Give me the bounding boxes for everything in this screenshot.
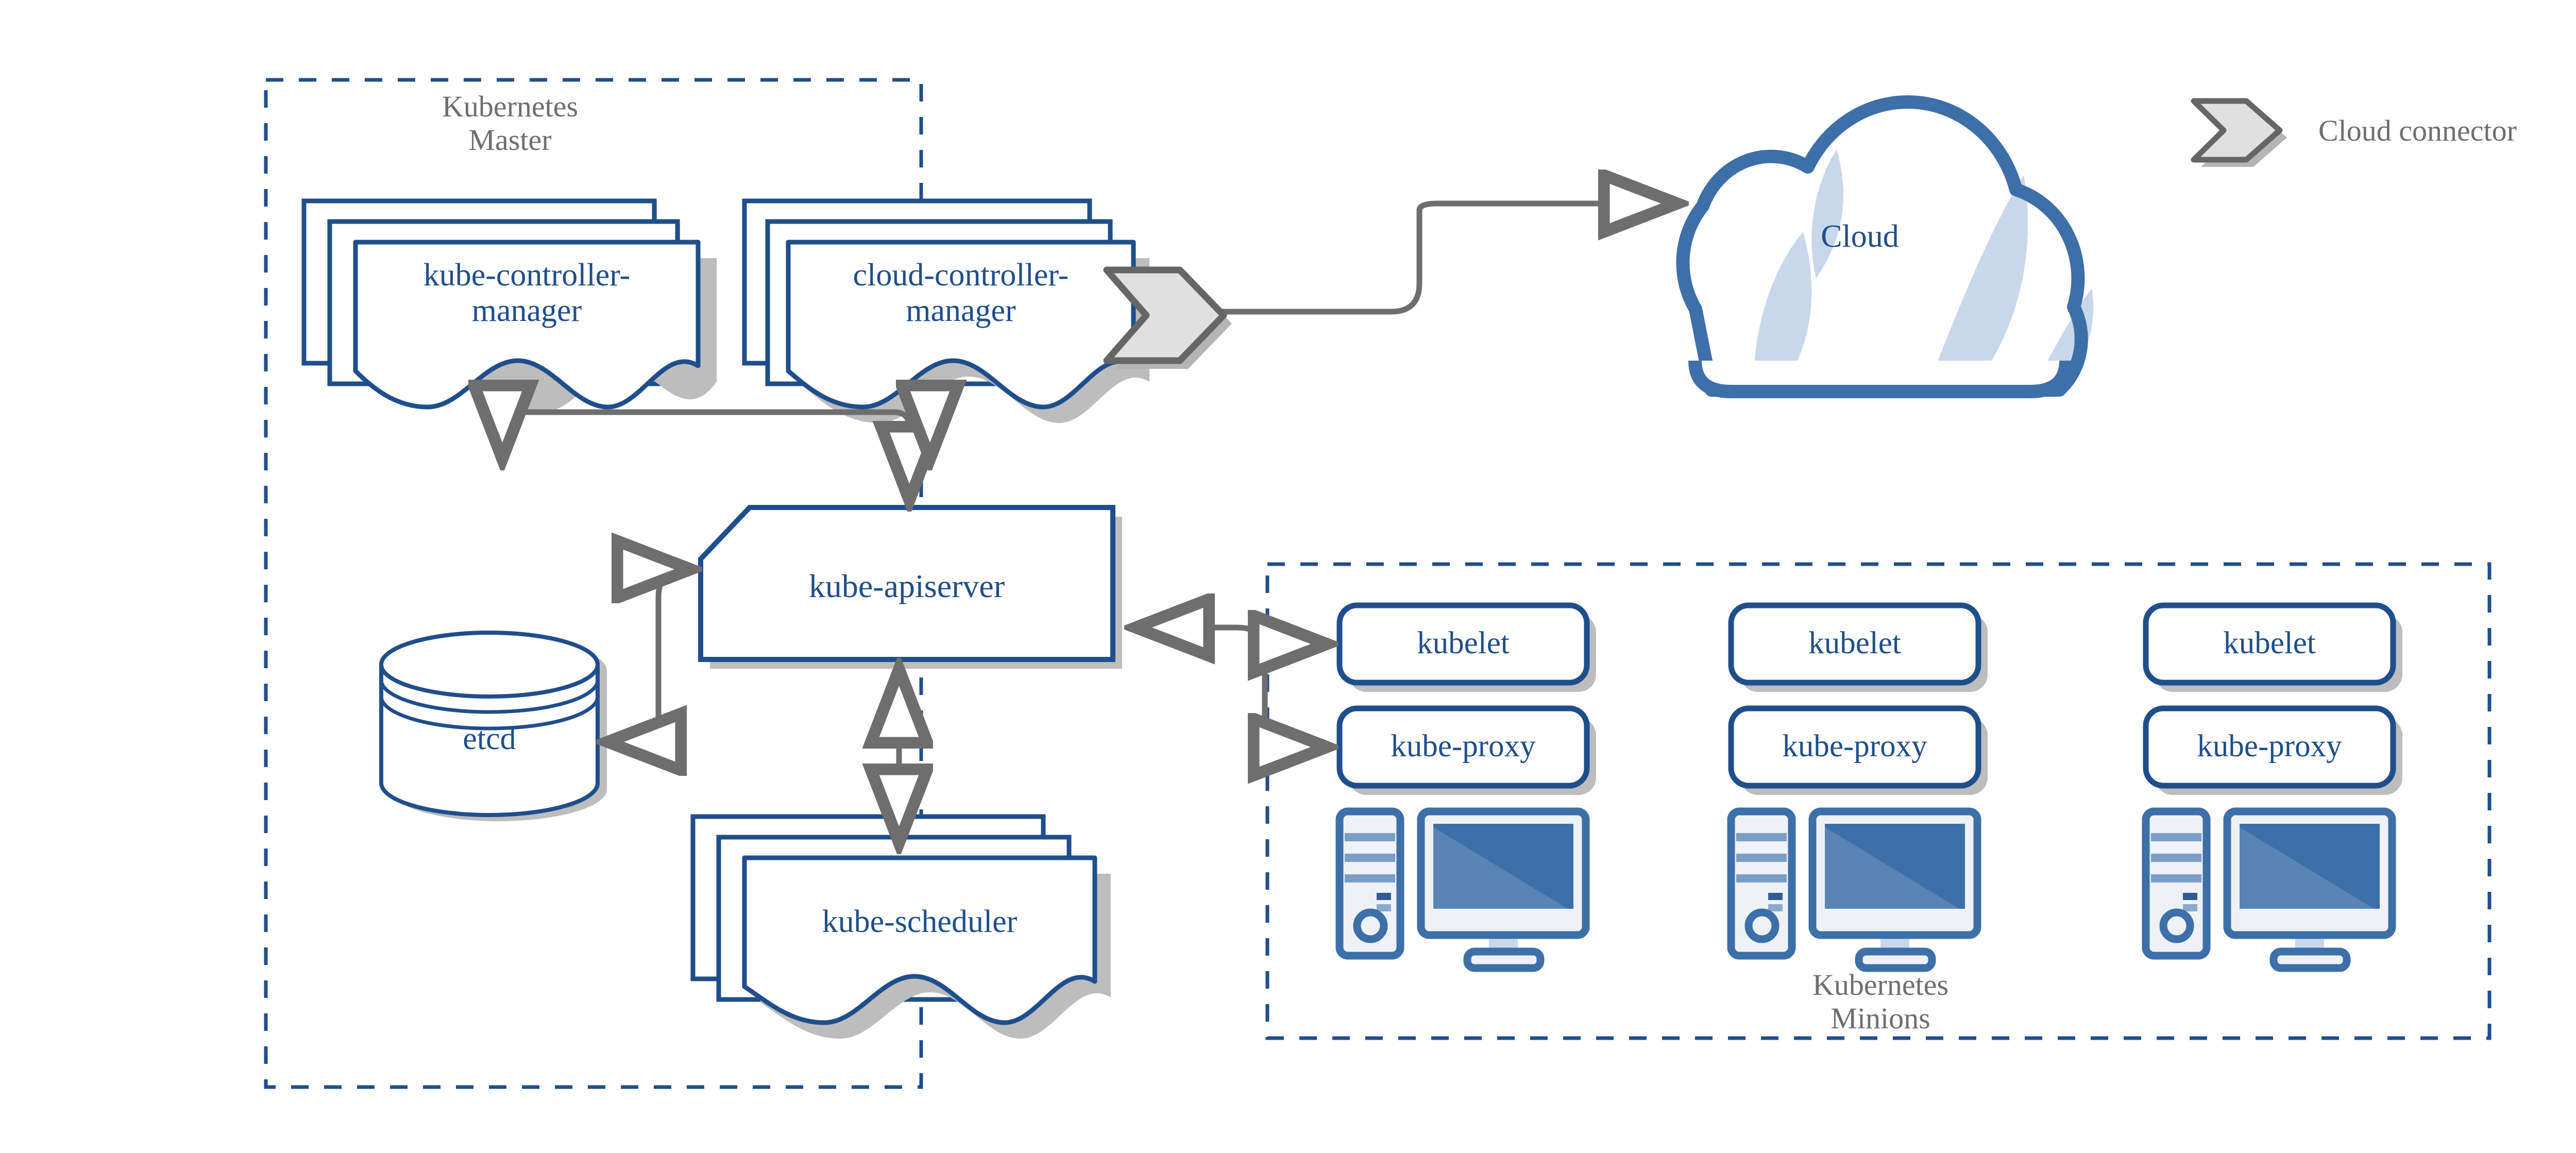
doc-kube-controller-manager — [301, 198, 717, 413]
kubelet-box-2[interactable] — [1728, 602, 1981, 686]
computer-icon-1 — [1335, 807, 1590, 972]
connector-ccm-to-cloud — [1221, 204, 1672, 315]
shape-cloud — [1676, 95, 2094, 398]
kube-proxy-box-1[interactable] — [1336, 705, 1590, 789]
kubelet-box-1[interactable] — [1336, 602, 1590, 686]
connector-ccm-up — [914, 412, 930, 453]
kubelet-box-3[interactable] — [2143, 602, 2396, 686]
kube-proxy-box-3[interactable] — [2143, 705, 2396, 789]
cloud-connector-icon-ccm — [1103, 266, 1232, 369]
cloud-connector-icon-legend — [2191, 98, 2287, 167]
node-2 — [1727, 602, 1988, 972]
doc-kube-scheduler — [690, 814, 1111, 1039]
computer-icon-3 — [2142, 807, 2396, 972]
connector-kcm-up — [502, 412, 909, 495]
connector-api-etcd — [613, 569, 685, 742]
group-box-minions — [1265, 562, 2492, 1040]
computer-icon-2 — [1727, 807, 1981, 972]
shape-kube-apiserver — [698, 505, 1122, 669]
node-3 — [2142, 602, 2402, 972]
doc-cloud-controller-manager — [742, 198, 1149, 423]
node-1 — [1335, 602, 1596, 972]
shape-etcd — [379, 631, 607, 821]
kube-proxy-box-2[interactable] — [1728, 705, 1981, 789]
connector-api-to-kubelet — [1265, 644, 1321, 650]
